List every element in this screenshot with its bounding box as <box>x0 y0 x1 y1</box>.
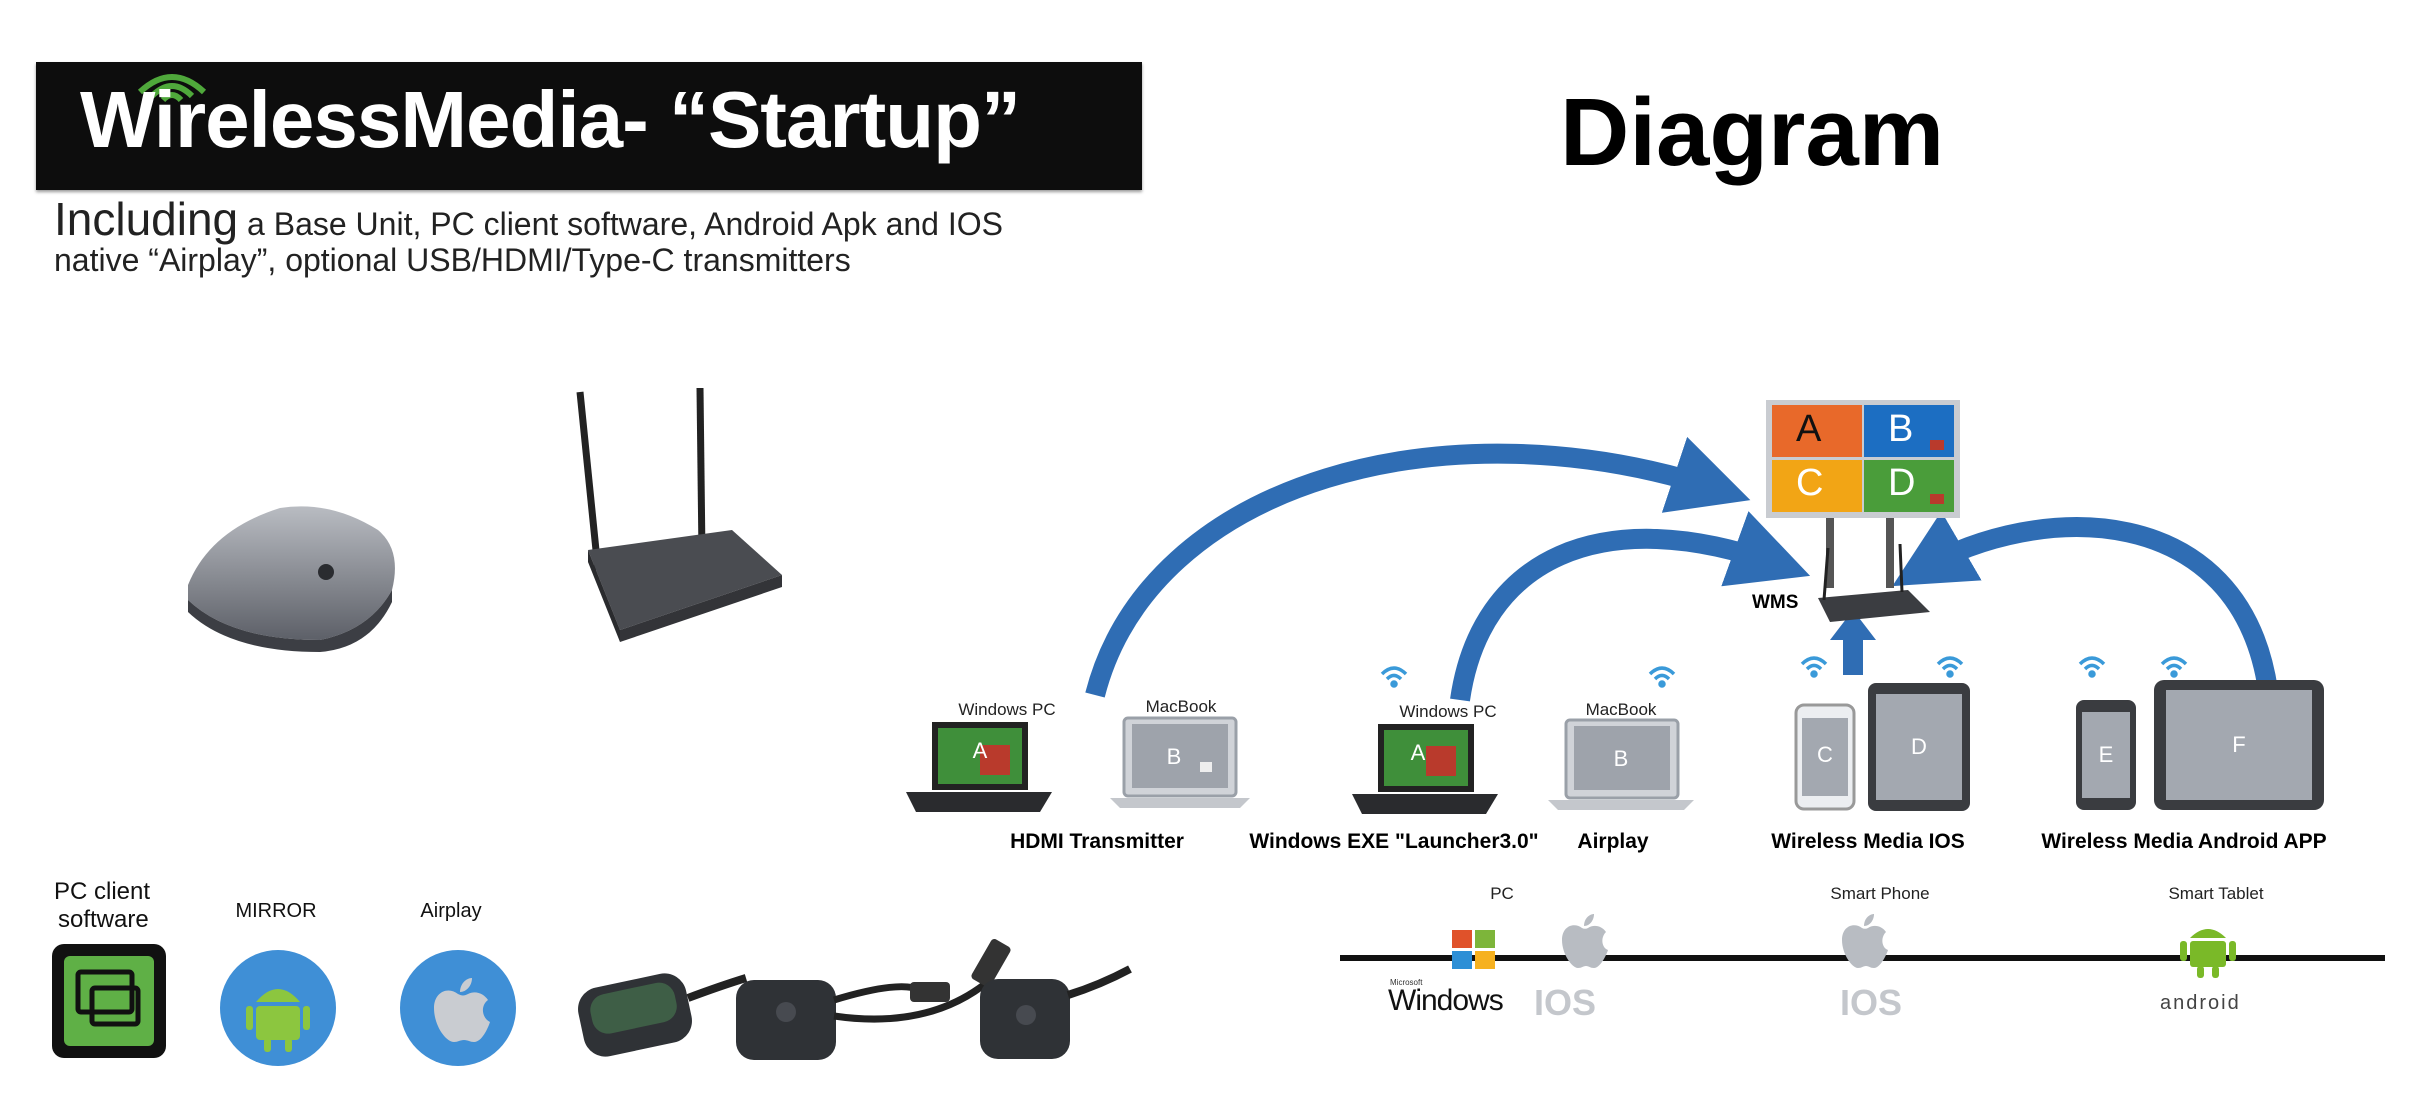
pc-client-label-2: software <box>58 906 149 933</box>
wifi-icon <box>1800 656 1828 678</box>
windows-exe-label: Windows EXE "Launcher3.0" <box>1249 830 1539 853</box>
hdmi-typec-transmitter-image <box>736 939 1011 1060</box>
arrow-windows-to-wms <box>1450 511 1811 702</box>
android-logo-icon <box>2180 929 2236 978</box>
device-letter-c: C <box>1817 742 1833 767</box>
router-image <box>576 387 782 642</box>
device-letter-b-1: B <box>1166 744 1182 769</box>
wifi-icon <box>2078 656 2106 678</box>
windows-logo-small-text: Microsoft <box>1390 978 1423 987</box>
arrow-ios-head <box>1830 610 1876 640</box>
ios-logo-text-1: IOS <box>1534 982 1597 1023</box>
subtitle-rest: a Base Unit, PC client software, Android… <box>238 206 1003 242</box>
wms-label: WMS <box>1752 592 1799 613</box>
airplay-apple-icon <box>400 950 516 1066</box>
macbook-label-2: MacBook <box>1585 700 1657 719</box>
mirror-android-icon <box>220 950 336 1066</box>
wireless-media-android-label: Wireless Media Android APP <box>2041 830 2327 853</box>
display-screen <box>1766 400 1960 588</box>
screen-quadrant-a: A <box>1796 408 1822 450</box>
subtitle-emphasis: Including <box>54 193 239 245</box>
apple-logo-icon-1 <box>1562 914 1608 968</box>
windows-pc-laptop-2 <box>1352 724 1498 814</box>
platform-smart-phone-label: Smart Phone <box>1830 884 1930 903</box>
android-phone-device <box>2076 700 2136 810</box>
windows-pc-laptop-1 <box>906 722 1052 812</box>
windows-pc-label-1: Windows PC <box>958 700 1056 719</box>
wifi-icon <box>1648 666 1676 688</box>
hdmi-transmitter-label: HDMI Transmitter <box>1010 830 1184 853</box>
wms-device <box>1818 543 1930 622</box>
macbook-label-1: MacBook <box>1145 697 1217 716</box>
wifi-logo-icon <box>137 74 207 103</box>
screen-quadrant-b: B <box>1888 408 1914 450</box>
ios-phone-device <box>1794 703 1856 811</box>
ios-logo-text-2: IOS <box>1840 982 1903 1023</box>
base-unit-image <box>188 506 395 652</box>
screen-quadrant-c: C <box>1796 462 1824 504</box>
apple-logo-icon-2 <box>1842 914 1888 968</box>
macbook-laptop-1 <box>1110 716 1250 808</box>
platform-pc-label: PC <box>1490 884 1514 903</box>
platform-smart-tablet-label: Smart Tablet <box>2168 884 2264 903</box>
subtitle-line-1: Including a Base Unit, PC client softwar… <box>54 192 1003 246</box>
usb-transmitter-2-image <box>980 965 1132 1059</box>
wifi-icons <box>1380 656 2188 688</box>
arrow-ios-stem <box>1843 635 1863 675</box>
wifi-icon <box>1936 656 1964 678</box>
device-letter-b-2: B <box>1613 746 1629 771</box>
arrow-hdmi-to-screen <box>1085 436 1751 698</box>
macbook-laptop-2 <box>1548 718 1694 810</box>
usb-transmitter-1-image <box>578 973 748 1057</box>
windows-logo-text: Windows <box>1388 984 1504 1017</box>
title-banner <box>36 62 1142 190</box>
page-title: WirelessMedia- “Startup” <box>80 75 1021 164</box>
airplay-group-label: Airplay <box>1577 830 1649 853</box>
device-letter-a-2: A <box>1410 740 1426 765</box>
device-letter-e: E <box>2098 742 2114 767</box>
arrow-android-to-wms <box>1892 511 2278 692</box>
wifi-icon <box>2160 656 2188 678</box>
airplay-label: Airplay <box>420 900 482 922</box>
wireless-media-ios-label: Wireless Media IOS <box>1771 830 1965 853</box>
pc-client-label-1: PC client <box>54 878 151 905</box>
diagram-title: Diagram <box>1560 79 1945 186</box>
screen-quadrant-d: D <box>1888 462 1916 504</box>
ios-tablet-device <box>1868 683 1970 811</box>
android-tablet-device <box>2154 680 2324 810</box>
windows-logo-icon <box>1452 930 1495 969</box>
pc-client-app-icon <box>52 944 166 1058</box>
wifi-icon <box>1380 666 1408 688</box>
device-letter-f: F <box>2232 732 2246 757</box>
android-logo-text: android <box>2160 992 2241 1014</box>
device-letter-d: D <box>1911 734 1927 759</box>
mirror-label: MIRROR <box>235 900 317 922</box>
subtitle-line-2: native “Airplay”, optional USB/HDMI/Type… <box>54 242 851 278</box>
device-letter-a-1: A <box>972 738 988 763</box>
windows-pc-label-2: Windows PC <box>1399 702 1497 721</box>
